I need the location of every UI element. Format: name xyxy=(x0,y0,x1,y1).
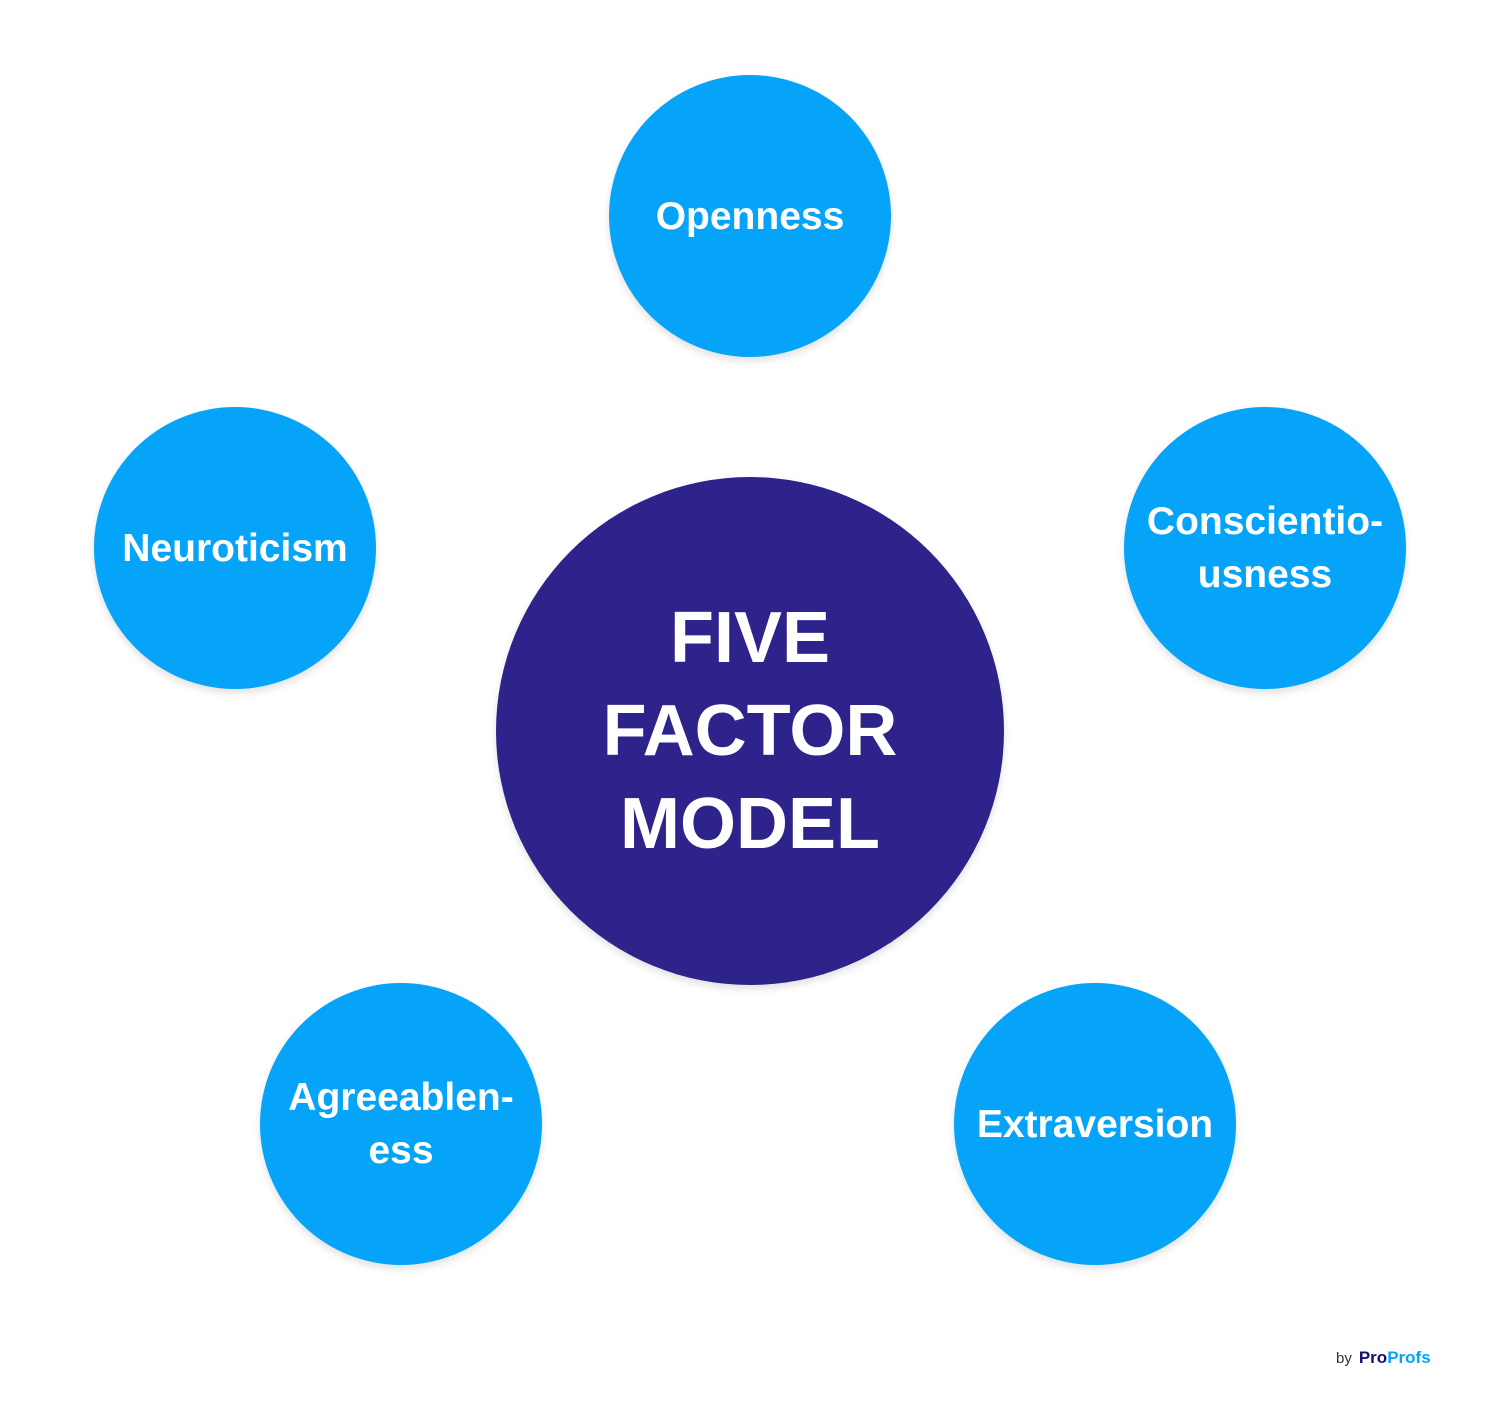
trait-openness-circle: Openness xyxy=(609,75,891,357)
trait-extraversion-circle: Extraversion xyxy=(954,983,1236,1265)
trait-label: Openness xyxy=(655,194,845,238)
trait-label: Neuroticism xyxy=(122,526,348,570)
five-factor-model-center-circle: FIVE FACTOR MODEL xyxy=(496,477,1004,985)
trait-agreeableness-circle: Agreeablen- ess xyxy=(260,983,542,1265)
trait-label: Extraversion xyxy=(976,1102,1214,1146)
trait-label: Agreeablen- ess xyxy=(288,1076,514,1172)
logo-by-text: by xyxy=(1336,1350,1352,1367)
logo-brand-pro: Pro xyxy=(1358,1348,1388,1367)
logo-brand: ProProfs xyxy=(1359,1348,1431,1368)
proprofs-logo: by ProProfs xyxy=(1336,1348,1431,1368)
trait-neuroticism-circle: Neuroticism xyxy=(94,407,376,689)
trait-conscientiousness-circle: Conscientio- usness xyxy=(1124,407,1406,689)
trait-label: Conscientio- usness xyxy=(1146,500,1384,596)
logo-brand-profs: Profs xyxy=(1387,1348,1431,1367)
center-label: FIVE FACTOR MODEL xyxy=(602,597,898,864)
